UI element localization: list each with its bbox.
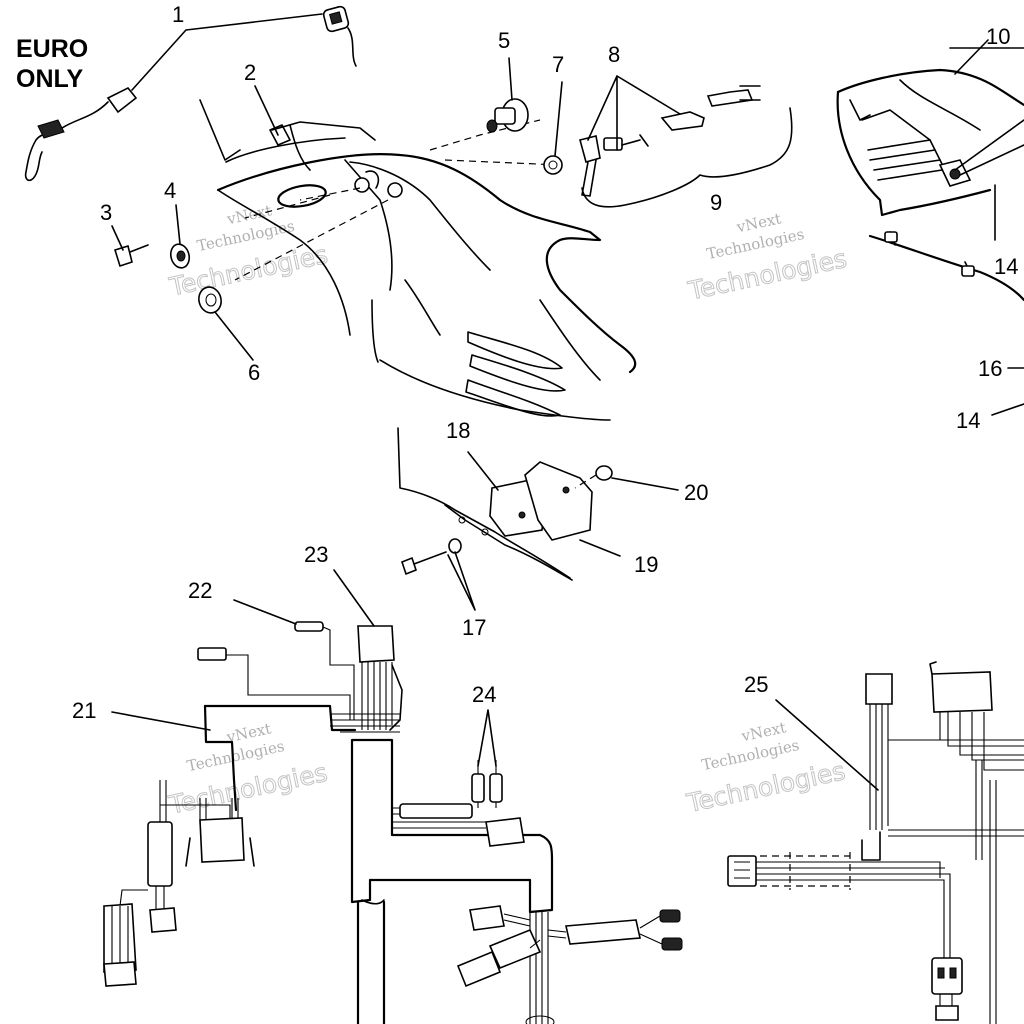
harness-lower-branches xyxy=(456,905,683,988)
watermark-1-line2-large: Technologies xyxy=(166,240,330,302)
callout-3: 3 xyxy=(100,200,112,225)
callout-7: 7 xyxy=(552,52,564,77)
callout-23: 23 xyxy=(304,542,328,567)
callout-14-upper: 14 xyxy=(994,254,1018,279)
callout-24: 24 xyxy=(472,682,496,707)
callout-25: 25 xyxy=(744,672,768,697)
part-8-plunger-parts xyxy=(579,85,761,197)
callout-20: 20 xyxy=(684,480,708,505)
callout-18: 18 xyxy=(446,418,470,443)
part-17-bolt xyxy=(401,538,462,576)
part-9-bracket xyxy=(581,107,793,208)
callout-5: 5 xyxy=(498,28,510,53)
part-4-grommet xyxy=(169,243,191,269)
watermark-3: vNext Technologies Technologies xyxy=(165,719,330,820)
part-14-lower-panel xyxy=(868,231,1024,302)
callout-16: 16 xyxy=(978,356,1002,381)
callout-14-lower: 14 xyxy=(956,408,980,433)
hood-assembly xyxy=(199,99,637,421)
callouts: 1 2 3 4 5 6 7 8 9 10 14 14 16 17 18 19 2… xyxy=(72,2,1018,723)
callout-4: 4 xyxy=(164,178,176,203)
euro-only-line-2: ONLY xyxy=(16,65,84,93)
callout-1: 1 xyxy=(172,2,184,27)
euro-only-note: EURO ONLY xyxy=(16,34,88,94)
part-5-switch xyxy=(486,98,529,133)
leader-lines xyxy=(111,13,1024,791)
part-25-harness xyxy=(727,661,1024,1024)
callout-21: 21 xyxy=(72,698,96,723)
part-23-connector xyxy=(357,625,403,731)
part-7-nut xyxy=(543,155,563,175)
part-19-block xyxy=(524,461,593,541)
euro-only-line-1: EURO xyxy=(16,35,89,63)
part-20-nut xyxy=(574,465,613,489)
part-22-fuse xyxy=(294,621,355,720)
part-24-terminals xyxy=(471,760,525,847)
watermark-2: vNext Technologies Technologies xyxy=(685,209,850,306)
part-6-bushing xyxy=(198,286,222,314)
callout-19: 19 xyxy=(634,552,658,577)
watermark-4: vNext Technologies Technologies xyxy=(683,718,848,818)
callout-6: 6 xyxy=(248,360,260,385)
callout-22: 22 xyxy=(188,578,212,603)
callout-10: 10 xyxy=(986,24,1010,49)
mount-bracket xyxy=(397,427,573,581)
callout-8: 8 xyxy=(608,42,620,67)
part-1-key-switch xyxy=(24,5,357,182)
part-10-headlight-housing xyxy=(836,68,1024,241)
part-3-screw xyxy=(113,244,149,268)
callout-9: 9 xyxy=(710,190,722,215)
part-21-harness xyxy=(103,647,555,1024)
callout-2: 2 xyxy=(244,60,256,85)
callout-17: 17 xyxy=(462,615,486,640)
